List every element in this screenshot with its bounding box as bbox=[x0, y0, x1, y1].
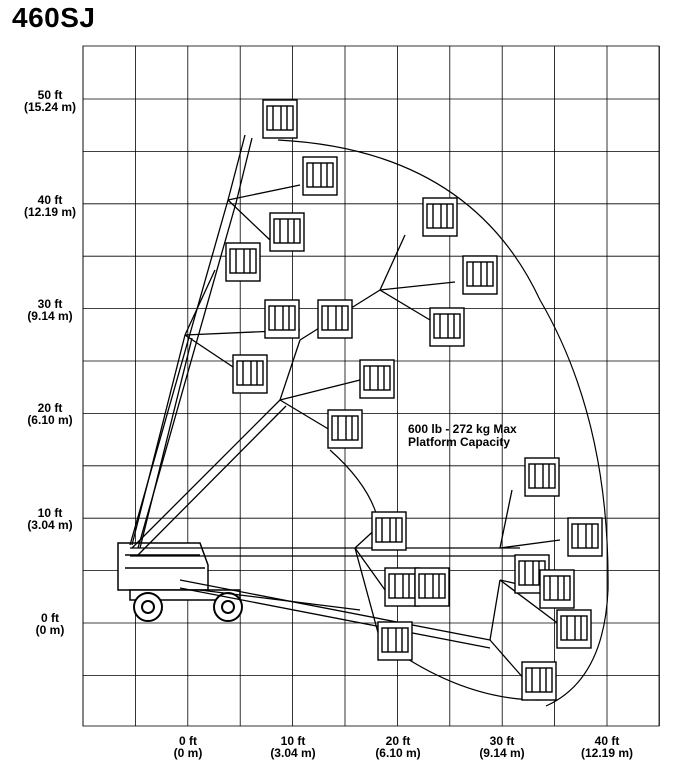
y-label-ft: 50 ft bbox=[37, 88, 63, 102]
machine-chassis bbox=[117, 542, 241, 601]
y-label-40: 40 ft (12.19 m) bbox=[10, 194, 90, 218]
platform-basket bbox=[384, 567, 420, 607]
platform-basket bbox=[377, 621, 413, 661]
x-label-30: 30 ft (9.14 m) bbox=[462, 735, 542, 759]
x-label-ft: 10 ft bbox=[280, 734, 306, 748]
wheels bbox=[133, 592, 243, 622]
x-label-m: (6.10 m) bbox=[375, 746, 421, 760]
y-label-30: 30 ft (9.14 m) bbox=[10, 298, 90, 322]
x-label-ft: 40 ft bbox=[594, 734, 620, 748]
platform-basket bbox=[521, 661, 557, 701]
platform-basket bbox=[225, 242, 261, 282]
platform-basket bbox=[371, 511, 407, 551]
x-label-ft: 0 ft bbox=[179, 734, 197, 748]
platform-capacity-note: 600 lb - 272 kg Max Platform Capacity bbox=[408, 423, 517, 449]
platform-basket bbox=[422, 197, 458, 237]
y-label-10: 10 ft (3.04 m) bbox=[10, 507, 90, 531]
platform-basket bbox=[359, 359, 395, 399]
platform-basket bbox=[539, 569, 575, 609]
y-label-20: 20 ft (6.10 m) bbox=[10, 402, 90, 426]
x-label-m: (3.04 m) bbox=[270, 746, 316, 760]
y-label-m: (15.24 m) bbox=[23, 100, 77, 114]
x-label-0: 0 ft (0 m) bbox=[148, 735, 228, 759]
platform-basket bbox=[232, 354, 268, 394]
y-label-m: (6.10 m) bbox=[27, 413, 73, 427]
platform-basket bbox=[429, 307, 465, 347]
x-label-m: (12.19 m) bbox=[580, 746, 634, 760]
y-label-ft: 10 ft bbox=[37, 506, 63, 520]
x-label-40: 40 ft (12.19 m) bbox=[567, 735, 647, 759]
capacity-line-1: 600 lb - 272 kg Max bbox=[408, 422, 517, 436]
boom-positions bbox=[129, 134, 561, 681]
platform-basket bbox=[262, 99, 298, 139]
y-label-m: (0 m) bbox=[35, 623, 65, 637]
y-label-ft: 0 ft bbox=[41, 611, 59, 625]
platform-basket bbox=[327, 409, 363, 449]
y-label-ft: 40 ft bbox=[37, 193, 63, 207]
platform-basket bbox=[524, 457, 560, 497]
diagram-title: 460SJ bbox=[12, 2, 96, 33]
x-label-ft: 30 ft bbox=[489, 734, 515, 748]
y-label-50: 50 ft (15.24 m) bbox=[10, 89, 90, 113]
reach-envelope-curve bbox=[277, 139, 609, 707]
platform-basket bbox=[462, 255, 498, 295]
platform-basket bbox=[269, 212, 305, 252]
platform-basket bbox=[414, 567, 450, 607]
x-label-m: (9.14 m) bbox=[479, 746, 525, 760]
platform-basket bbox=[567, 517, 603, 557]
y-label-m: (12.19 m) bbox=[23, 205, 77, 219]
platforms bbox=[225, 99, 603, 701]
x-label-10: 10 ft (3.04 m) bbox=[253, 735, 333, 759]
capacity-line-2: Platform Capacity bbox=[408, 435, 511, 449]
grid-border bbox=[82, 45, 660, 727]
y-label-m: (3.04 m) bbox=[27, 518, 73, 532]
y-label-ft: 30 ft bbox=[37, 297, 63, 311]
platform-basket bbox=[302, 156, 338, 196]
y-label-0: 0 ft (0 m) bbox=[10, 612, 90, 636]
platform-basket bbox=[556, 609, 592, 649]
y-label-m: (9.14 m) bbox=[27, 309, 73, 323]
y-label-ft: 20 ft bbox=[37, 401, 63, 415]
platform-basket bbox=[317, 299, 353, 339]
platform-basket bbox=[264, 299, 300, 339]
x-label-ft: 20 ft bbox=[385, 734, 411, 748]
x-label-20: 20 ft (6.10 m) bbox=[358, 735, 438, 759]
x-label-m: (0 m) bbox=[173, 746, 203, 760]
